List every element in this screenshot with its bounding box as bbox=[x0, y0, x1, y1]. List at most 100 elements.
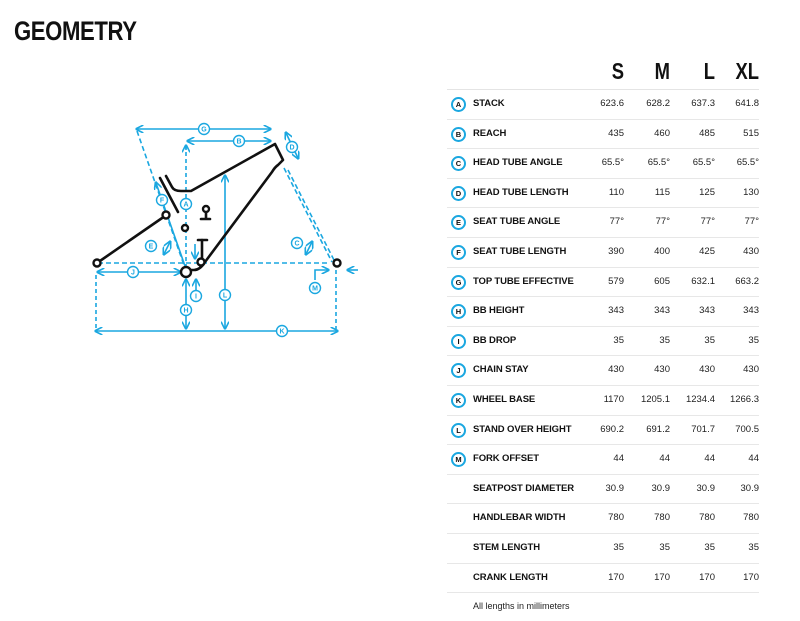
svg-text:D: D bbox=[289, 145, 294, 152]
table-footnote-row: All lengths in millimeters bbox=[447, 593, 759, 621]
measurement-label: FORK OFFSET bbox=[473, 453, 539, 465]
svg-text:A: A bbox=[183, 202, 188, 209]
diagram-label-a: A bbox=[179, 197, 193, 211]
measurement-value: 780 bbox=[654, 512, 670, 524]
measurement-label: SEATPOST DIAMETER bbox=[473, 482, 575, 494]
measurement-value: 65.5° bbox=[601, 157, 624, 169]
size-s-header: S bbox=[611, 58, 624, 84]
measurement-badge: E bbox=[451, 215, 466, 231]
measurement-label: TOP TUBE EFFECTIVE bbox=[473, 275, 574, 287]
measurement-value: 35 bbox=[659, 334, 670, 346]
measurement-label: STEM LENGTH bbox=[473, 541, 540, 553]
measurement-value: 400 bbox=[654, 245, 670, 257]
measurement-badge: L bbox=[451, 422, 466, 438]
diagram-label-c: C bbox=[290, 236, 304, 250]
measurement-value: 435 bbox=[608, 127, 624, 139]
measurement-label: CRANK LENGTH bbox=[473, 571, 548, 583]
diagram-label-k: K bbox=[275, 324, 289, 338]
diagram-label-j: J bbox=[126, 265, 140, 279]
svg-text:F: F bbox=[160, 198, 165, 205]
diagram-label-m: M bbox=[308, 281, 322, 295]
measurement-value: 115 bbox=[654, 186, 670, 198]
measurement-value: 77° bbox=[744, 216, 759, 228]
measurement-value: 605 bbox=[654, 275, 670, 287]
bike-geometry-diagram: G B D A F E C J I H L M K bbox=[92, 122, 358, 338]
diagram-label-e: E bbox=[144, 239, 158, 253]
measurement-value: 579 bbox=[608, 275, 624, 287]
measurement-value: 77° bbox=[700, 216, 715, 228]
measurement-label: BB DROP bbox=[473, 334, 517, 346]
measurement-value: 628.2 bbox=[646, 98, 670, 109]
svg-text:L: L bbox=[223, 293, 228, 300]
svg-text:C: C bbox=[294, 241, 299, 248]
measurement-badge: B bbox=[451, 126, 466, 142]
measurement-value: 44 bbox=[613, 453, 624, 465]
diagram-label-l: L bbox=[218, 288, 232, 302]
svg-text:B: B bbox=[236, 139, 241, 146]
measurement-value: 77° bbox=[655, 216, 670, 228]
measurement-value: 485 bbox=[699, 127, 715, 139]
measurement-badge: K bbox=[451, 392, 466, 408]
size-xl-header: XL bbox=[735, 58, 759, 84]
measurement-label: STAND OVER HEIGHT bbox=[473, 423, 572, 435]
measurement-value: 515 bbox=[743, 127, 759, 139]
measurement-value: 343 bbox=[608, 305, 624, 317]
measurement-badge: D bbox=[451, 185, 466, 201]
measurement-value: 430 bbox=[699, 364, 715, 376]
measurement-value: 663.2 bbox=[735, 275, 759, 287]
table-row: B REACH 435 460 485 515 bbox=[447, 120, 759, 150]
measurement-value: 460 bbox=[654, 127, 670, 139]
measurement-value: 691.2 bbox=[646, 423, 670, 435]
measurement-badge: M bbox=[451, 452, 466, 468]
svg-text:E: E bbox=[149, 244, 154, 251]
measurement-value: 35 bbox=[613, 334, 624, 346]
measurement-value: 1170 bbox=[603, 393, 624, 405]
measurement-value: 30.9 bbox=[651, 482, 671, 494]
measurement-value: 1266.3 bbox=[729, 393, 759, 405]
measurement-badge: J bbox=[451, 363, 466, 379]
measurement-value: 125 bbox=[699, 186, 715, 198]
table-header: S M L XL bbox=[447, 56, 759, 90]
measurement-value: 110 bbox=[608, 186, 624, 198]
measurement-value: 35 bbox=[704, 541, 715, 553]
measurement-value: 430 bbox=[608, 364, 624, 376]
measurement-label: SEAT TUBE LENGTH bbox=[473, 245, 567, 257]
measurement-value: 170 bbox=[654, 571, 670, 583]
diagram-label-g: G bbox=[197, 122, 211, 136]
measurement-value: 390 bbox=[608, 245, 624, 257]
units-note: All lengths in millimeters bbox=[473, 601, 570, 612]
measurement-label: CHAIN STAY bbox=[473, 364, 529, 376]
measurement-value: 130 bbox=[743, 186, 759, 198]
svg-text:H: H bbox=[183, 308, 188, 315]
measurement-value: 30.9 bbox=[696, 482, 716, 494]
svg-text:I: I bbox=[195, 294, 197, 301]
diagram-label-f: F bbox=[155, 193, 169, 207]
measurement-value: 343 bbox=[743, 305, 759, 317]
measurement-value: 780 bbox=[608, 512, 624, 524]
measurement-label: REACH bbox=[473, 127, 507, 139]
measurement-value: 641.8 bbox=[735, 98, 759, 109]
measurement-badge: H bbox=[451, 304, 466, 320]
measurement-value: 44 bbox=[659, 453, 670, 465]
measurement-value: 632.1 bbox=[691, 275, 715, 287]
measurement-value: 170 bbox=[743, 571, 759, 583]
page-title: GEOMETRY bbox=[14, 16, 137, 46]
size-l-header: L bbox=[703, 58, 715, 84]
measurement-label: SEAT TUBE ANGLE bbox=[473, 216, 561, 228]
measurement-label: STACK bbox=[473, 98, 505, 109]
measurement-value: 170 bbox=[699, 571, 715, 583]
measurement-value: 35 bbox=[704, 334, 715, 346]
